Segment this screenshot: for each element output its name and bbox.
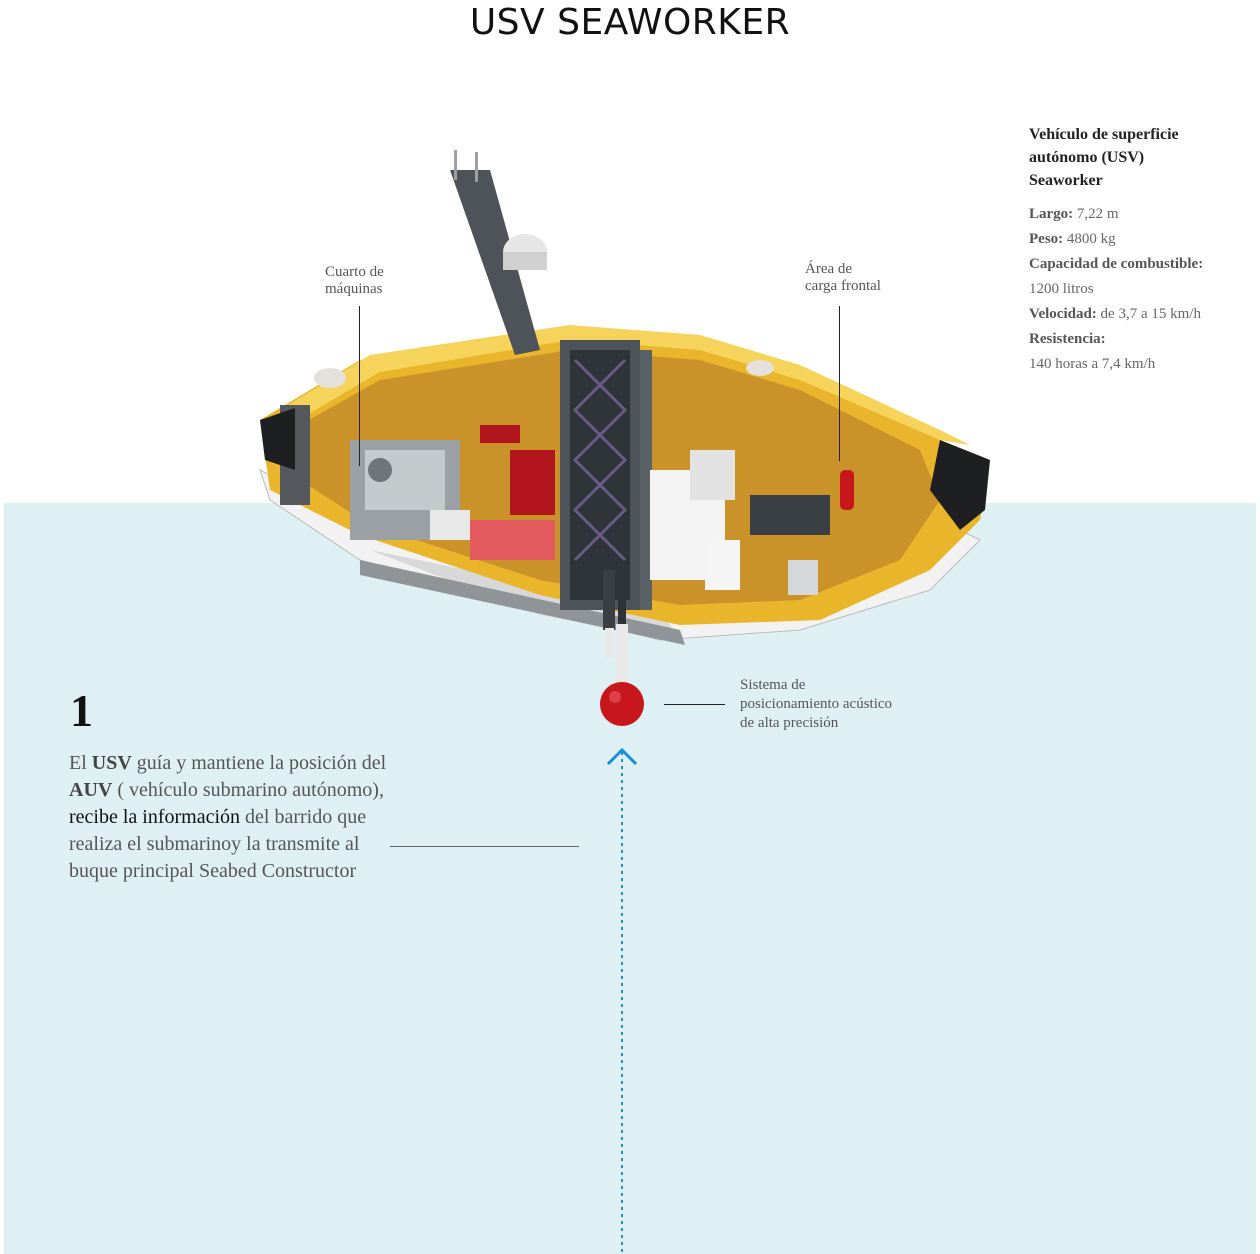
leader-cargo-area (839, 306, 840, 461)
specs-panel: Vehículo de superficie autónomo (USV) Se… (1029, 123, 1249, 377)
highlight-phrase: recibe la información (69, 806, 241, 828)
step-number: 1 (70, 685, 93, 736)
label-engine-room: Cuarto de máquinas (325, 264, 384, 297)
spec-weight: Peso: 4800 kg (1029, 231, 1116, 247)
leader-engine-room (359, 306, 360, 466)
leader-step (390, 846, 579, 847)
usv-cutaway-illustration (259, 150, 990, 658)
label-acoustic-system: Sistema de posicionamiento acústico de a… (740, 677, 893, 731)
spec-fuel: Capacidad de combustible:1200 litros (1029, 256, 1204, 297)
acoustic-beacon-and-signal (600, 600, 644, 1254)
spec-length: Largo: 7,22 m (1029, 206, 1119, 222)
leader-acoustic-system (664, 704, 725, 705)
step-description: El USV guía y mantiene la posición del A… (69, 752, 387, 882)
page-title: USV SEAWORKER (469, 2, 791, 43)
auv-term: AUV (69, 779, 113, 801)
label-cargo-area: Área de carga frontal (805, 261, 881, 294)
usv-term: USV (91, 752, 132, 774)
spec-speed: Velocidad: de 3,7 a 15 km/h (1029, 306, 1201, 322)
spec-endurance: Resistencia:140 horas a 7,4 km/h (1029, 331, 1156, 372)
specs-heading: Vehículo de superficie autónomo (USV) Se… (1029, 126, 1179, 189)
